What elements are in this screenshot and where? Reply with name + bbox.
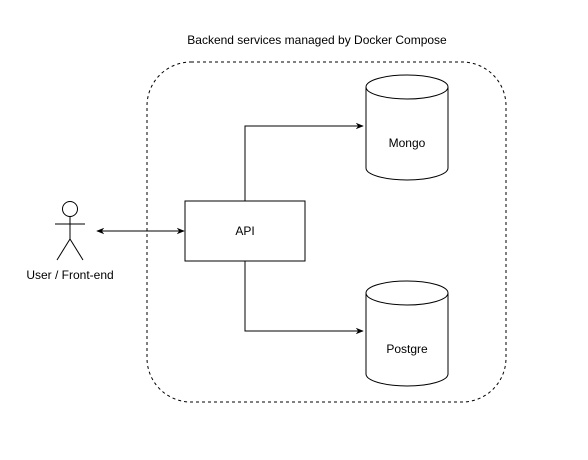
postgre-label: Postgre (386, 342, 428, 356)
actor-left-leg (56, 238, 71, 261)
actor-head (62, 201, 78, 217)
actor-label: User / Front-end (26, 268, 113, 282)
actor-right-leg (69, 238, 84, 261)
api-box (184, 200, 306, 262)
api-label: API (235, 224, 254, 238)
postgre-database-icon (365, 280, 449, 387)
mongo-database-icon (365, 74, 449, 181)
user-actor (55, 201, 85, 261)
group-title: Backend services managed by Docker Compo… (187, 33, 447, 47)
mongo-label: Mongo (389, 136, 426, 150)
api-mongo-connector (244, 122, 364, 201)
api-postgre-connector (244, 261, 364, 335)
